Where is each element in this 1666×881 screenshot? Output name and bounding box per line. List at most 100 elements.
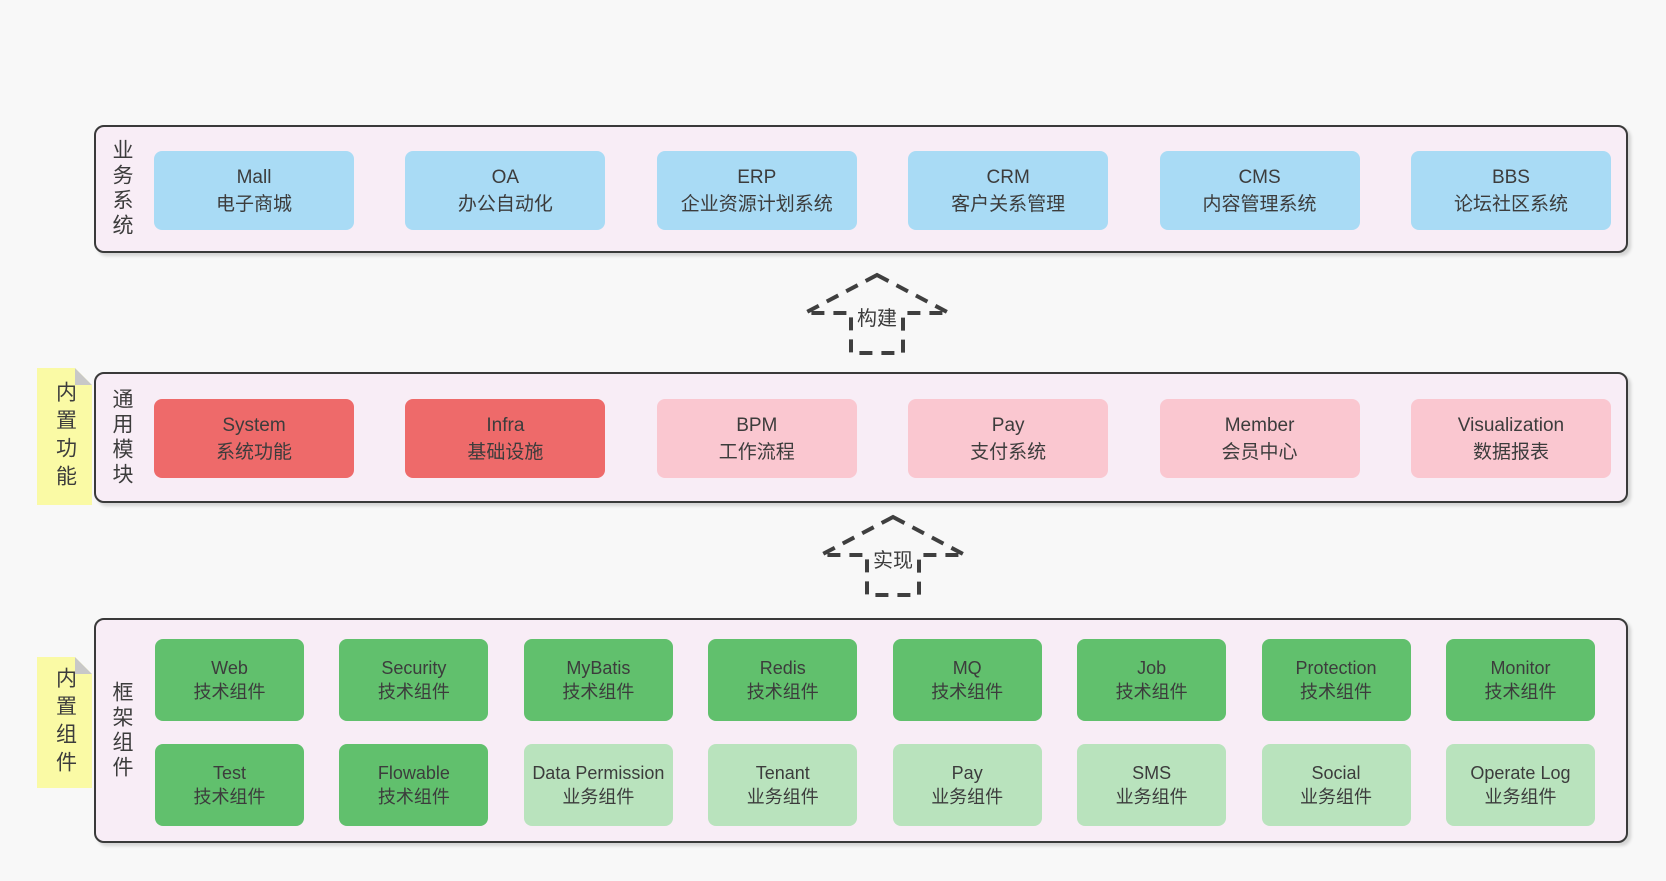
box-subtitle: 会员中心 bbox=[1221, 441, 1298, 463]
box-subtitle: 技术组件 bbox=[1300, 682, 1373, 702]
box-mall: Mall 电子商城 bbox=[154, 151, 354, 230]
box-title: CRM bbox=[986, 166, 1030, 188]
box-title: Job bbox=[1137, 658, 1167, 678]
arrow-label-build: 构建 bbox=[854, 307, 900, 331]
box-title: Operate Log bbox=[1470, 763, 1571, 783]
box-subtitle: 技术组件 bbox=[377, 682, 450, 702]
box-title: Tenant bbox=[755, 763, 810, 783]
box-subtitle: 办公自动化 bbox=[457, 193, 553, 215]
box-subtitle: 技术组件 bbox=[1484, 682, 1557, 702]
sticky-label: 内置组件 bbox=[53, 666, 77, 779]
box-subtitle: 内容管理系统 bbox=[1202, 193, 1317, 215]
box-infra: Infra 基础设施 bbox=[405, 399, 606, 478]
box-bpm: BPM 工作流程 bbox=[656, 399, 857, 478]
box-title: Pay bbox=[951, 763, 983, 783]
box-sms: SMS 业务组件 bbox=[1077, 744, 1227, 826]
box-tenant: Tenant 业务组件 bbox=[708, 744, 858, 826]
box-protection: Protection 技术组件 bbox=[1261, 639, 1411, 721]
box-system: System 系统功能 bbox=[154, 399, 354, 478]
implement-arrow: 实现 bbox=[817, 513, 969, 599]
box-title: Redis bbox=[759, 658, 806, 678]
box-pay: Pay 支付系统 bbox=[908, 399, 1109, 478]
box-subtitle: 基础设施 bbox=[467, 441, 544, 463]
box-title: MyBatis bbox=[566, 658, 631, 678]
box-title: System bbox=[222, 414, 286, 436]
box-redis: Redis 技术组件 bbox=[708, 639, 858, 721]
box-title: Data Permission bbox=[532, 763, 665, 783]
panel-label-common-modules: 通用模块 bbox=[110, 387, 133, 488]
box-subtitle: 技术组件 bbox=[193, 787, 266, 807]
box-pay: Pay 业务组件 bbox=[892, 744, 1042, 826]
box-title: Social bbox=[1311, 763, 1361, 783]
box-title: Protection bbox=[1295, 658, 1377, 678]
box-bbs: BBS 论坛社区系统 bbox=[1410, 151, 1611, 230]
box-visualization: Visualization 数据报表 bbox=[1410, 399, 1611, 478]
box-title: Test bbox=[212, 763, 246, 783]
box-title: Pay bbox=[991, 414, 1025, 436]
panel-label-framework-components: 框架组件 bbox=[110, 680, 133, 781]
box-subtitle: 技术组件 bbox=[746, 682, 819, 702]
build-arrow: 构建 bbox=[801, 271, 953, 357]
box-subtitle: 技术组件 bbox=[931, 682, 1004, 702]
box-subtitle: 技术组件 bbox=[377, 787, 450, 807]
box-subtitle: 系统功能 bbox=[215, 441, 292, 463]
box-data-permission: Data Permission 业务组件 bbox=[523, 744, 673, 826]
box-title: BPM bbox=[736, 414, 778, 436]
box-subtitle: 业务组件 bbox=[931, 787, 1004, 807]
sticky-note-built-in-components: 内置组件 bbox=[37, 657, 92, 788]
box-member: Member 会员中心 bbox=[1159, 399, 1360, 478]
box-subtitle: 电子商城 bbox=[215, 193, 292, 215]
framework-row-1: Web 技术组件 Security 技术组件 MyBatis 技术组件 Redi… bbox=[155, 639, 1595, 721]
sticky-note-built-in-features: 内置功能 bbox=[37, 368, 92, 505]
box-subtitle: 业务组件 bbox=[746, 787, 819, 807]
panel-label-business-systems: 业务系统 bbox=[110, 139, 133, 239]
dashed-up-arrow-icon bbox=[820, 514, 966, 597]
box-oa: OA 办公自动化 bbox=[405, 151, 606, 230]
box-subtitle: 业务组件 bbox=[1300, 787, 1373, 807]
box-security: Security 技术组件 bbox=[339, 639, 489, 721]
box-monitor: Monitor 技术组件 bbox=[1445, 639, 1595, 721]
box-crm: CRM 客户关系管理 bbox=[908, 151, 1109, 230]
box-subtitle: 技术组件 bbox=[193, 682, 266, 702]
box-subtitle: 数据报表 bbox=[1472, 441, 1549, 463]
dashed-up-arrow-icon bbox=[804, 272, 950, 355]
box-title: CMS bbox=[1238, 166, 1281, 188]
box-job: Job 技术组件 bbox=[1077, 639, 1227, 721]
box-title: Mall bbox=[236, 166, 272, 188]
common-modules-row: System 系统功能 Infra 基础设施 BPM 工作流程 Pay 支付系统… bbox=[154, 399, 1611, 478]
box-mybatis: MyBatis 技术组件 bbox=[523, 639, 673, 721]
box-subtitle: 技术组件 bbox=[562, 682, 635, 702]
box-title: Monitor bbox=[1490, 658, 1551, 678]
box-web: Web 技术组件 bbox=[155, 639, 304, 721]
framework-row-2: Test 技术组件 Flowable 技术组件 Data Permission … bbox=[155, 744, 1595, 826]
box-subtitle: 论坛社区系统 bbox=[1453, 193, 1568, 215]
box-title: ERP bbox=[737, 166, 777, 188]
business-systems-row: Mall 电子商城 OA 办公自动化 ERP 企业资源计划系统 CRM 客户关系… bbox=[154, 151, 1611, 230]
box-title: Infra bbox=[486, 414, 525, 436]
box-mq: MQ 技术组件 bbox=[892, 639, 1042, 721]
panel-common-modules: 通用模块 System 系统功能 Infra 基础设施 BPM 工作流程 Pay… bbox=[94, 372, 1628, 503]
box-erp: ERP 企业资源计划系统 bbox=[656, 151, 857, 230]
box-subtitle: 工作流程 bbox=[718, 441, 795, 463]
box-subtitle: 技术组件 bbox=[1115, 682, 1188, 702]
box-flowable: Flowable 技术组件 bbox=[339, 744, 489, 826]
box-subtitle: 企业资源计划系统 bbox=[680, 193, 833, 215]
sticky-label: 内置功能 bbox=[53, 380, 77, 493]
box-title: OA bbox=[491, 166, 520, 188]
box-subtitle: 业务组件 bbox=[1115, 787, 1188, 807]
panel-business-systems: 业务系统 Mall 电子商城 OA 办公自动化 ERP 企业资源计划系统 CRM… bbox=[94, 125, 1628, 253]
box-operate-log: Operate Log 业务组件 bbox=[1445, 744, 1595, 826]
box-cms: CMS 内容管理系统 bbox=[1159, 151, 1360, 230]
box-title: Member bbox=[1224, 414, 1295, 436]
box-title: Visualization bbox=[1457, 414, 1565, 436]
box-subtitle: 业务组件 bbox=[562, 787, 635, 807]
box-test: Test 技术组件 bbox=[155, 744, 304, 826]
box-title: MQ bbox=[952, 658, 982, 678]
box-subtitle: 客户关系管理 bbox=[951, 193, 1066, 215]
box-title: Security bbox=[381, 658, 447, 678]
arrow-label-implement: 实现 bbox=[870, 549, 916, 573]
box-title: Flowable bbox=[377, 763, 450, 783]
box-social: Social 业务组件 bbox=[1261, 744, 1411, 826]
panel-framework-components: 框架组件 Web 技术组件 Security 技术组件 MyBatis 技术组件… bbox=[94, 618, 1628, 843]
